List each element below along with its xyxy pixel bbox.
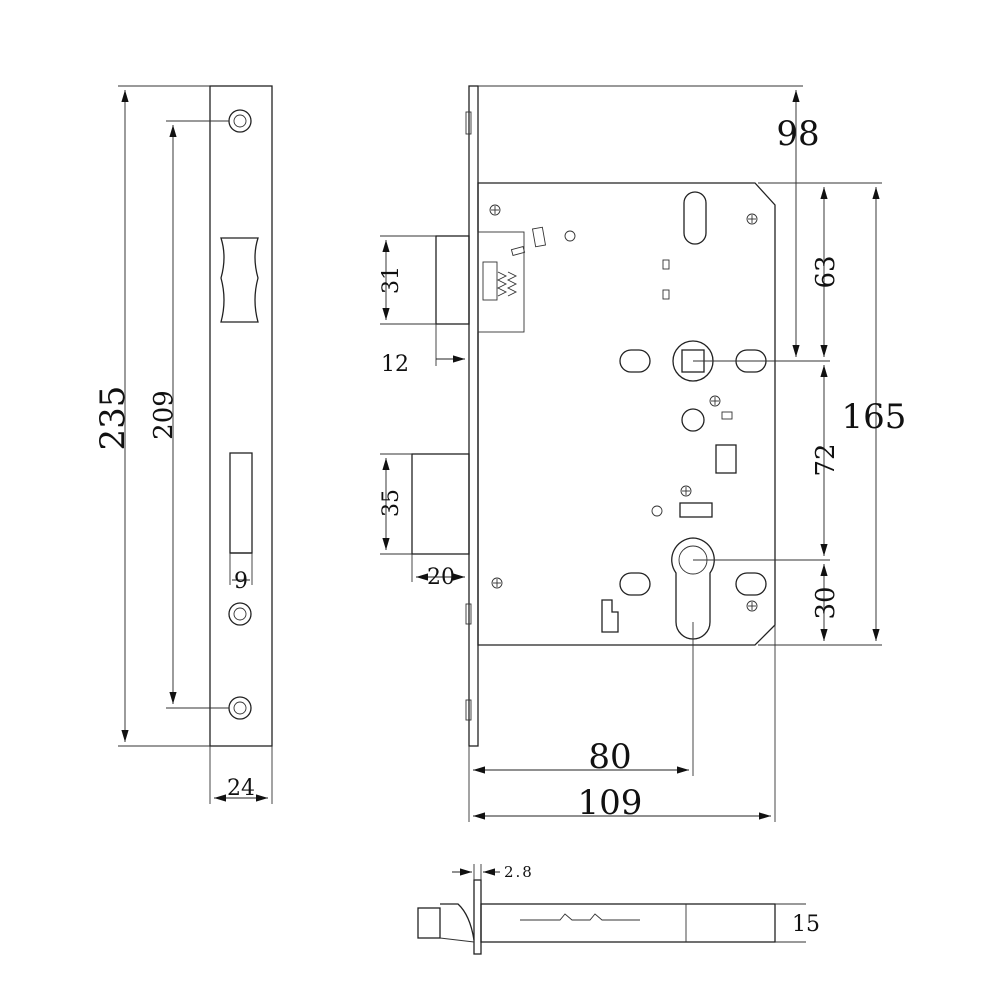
mount-screw-1 xyxy=(489,204,501,216)
mount-screw-6 xyxy=(746,600,758,612)
screw-hole-top xyxy=(228,109,252,133)
dim-latch-projection: 12 xyxy=(381,352,409,377)
bolt-slot xyxy=(229,452,253,554)
bottom-faceplate xyxy=(473,879,482,955)
dim-body-thickness: 15 xyxy=(792,912,820,937)
dim-handle-to-cylinder: 72 xyxy=(811,443,841,476)
lock-body-view: 98 63 72 30 165 31 12 35 xyxy=(379,85,907,823)
dim-faceplate-thickness: 2.8 xyxy=(504,863,534,881)
dim-slot-width: 9 xyxy=(234,569,248,594)
dim-bolt-height: 35 xyxy=(379,489,404,517)
screw-hole-middle xyxy=(228,602,252,626)
dim-faceplate-width: 24 xyxy=(227,776,255,801)
mount-screw-3 xyxy=(709,395,721,407)
cylinder-slot-right xyxy=(735,572,767,596)
dim-screw-spacing: 209 xyxy=(149,390,179,440)
follower-slot-left xyxy=(619,349,651,373)
dim-case-depth: 109 xyxy=(578,783,643,823)
mount-screw-4 xyxy=(680,485,692,497)
latch-bolt xyxy=(435,226,576,333)
lock-case xyxy=(477,182,776,646)
top-slot xyxy=(683,191,707,245)
latch-window xyxy=(220,237,259,323)
faceplate-view: 235 209 9 24 xyxy=(93,85,273,804)
dim-cylinder-to-bottom: 30 xyxy=(811,586,841,619)
bottom-view: 2.8 15 xyxy=(417,863,820,955)
dim-bolt-projection: 20 xyxy=(427,565,455,590)
dim-faceplate-length: 235 xyxy=(93,386,133,451)
dim-case-height: 165 xyxy=(842,397,907,437)
screw-hole-bottom xyxy=(228,696,252,720)
mount-screw-2 xyxy=(746,213,758,225)
dim-backset: 80 xyxy=(588,737,631,777)
bottom-body xyxy=(480,903,776,943)
faceplate-outline xyxy=(209,85,273,747)
dim-latch-height: 31 xyxy=(379,266,404,294)
dim-top-to-handle: 63 xyxy=(811,255,841,288)
dim-backset-to-handle: 98 xyxy=(776,114,819,154)
cylinder-slot-left xyxy=(619,572,651,596)
bottom-bolt xyxy=(417,907,441,939)
body-faceplate xyxy=(468,85,479,747)
dead-bolt xyxy=(411,453,470,555)
mount-screw-5 xyxy=(491,577,503,589)
